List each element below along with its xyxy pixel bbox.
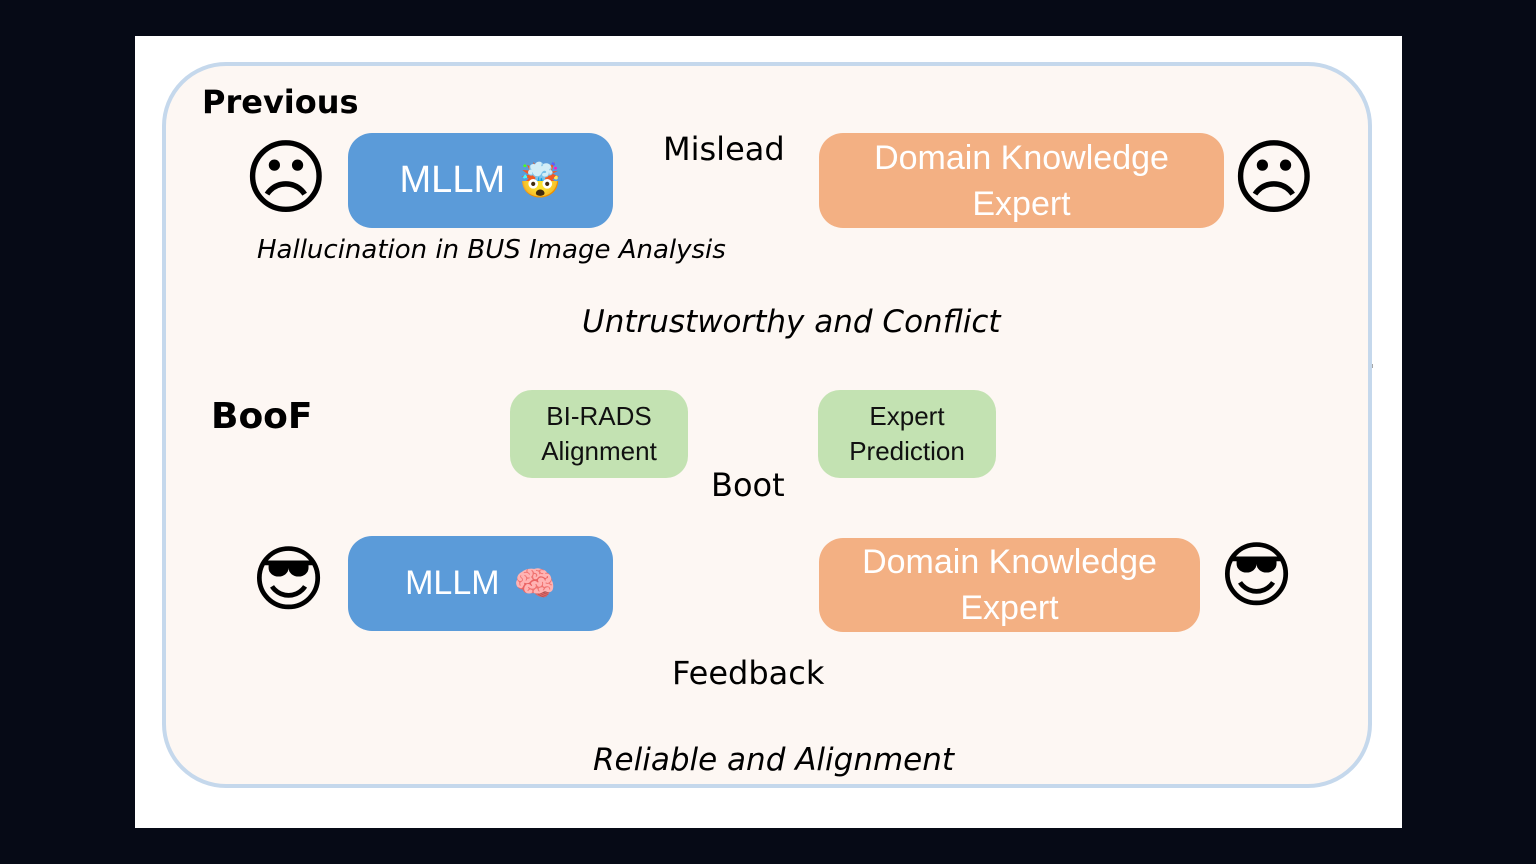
boof-section-title: BooF [211, 396, 313, 437]
feedback-label: Feedback [672, 654, 825, 692]
boot-label: Boot [711, 466, 785, 504]
sad-face-icon-right: ☹ [1231, 131, 1317, 226]
bi-rads-alignment-tag: BI-RADS Alignment [510, 390, 688, 478]
exploding-head-icon: 🤯 [519, 161, 562, 200]
boof-mllm-label: MLLM [405, 564, 500, 602]
hallucination-note: Hallucination in BUS Image Analysis [257, 235, 726, 265]
slide: Previous ☹ MLLM 🤯 Mislead Domain Knowled… [135, 36, 1402, 828]
previous-mllm-label: MLLM [399, 159, 506, 201]
expert-prediction-tag: Expert Prediction [818, 390, 996, 478]
cool-face-icon-right: 😎 [1219, 533, 1295, 617]
mislead-label: Mislead [663, 130, 785, 168]
cool-face-icon-left: 😎 [251, 537, 327, 621]
sad-face-icon-left: ☹ [243, 131, 329, 226]
boof-expert-box: Domain Knowledge Expert [819, 538, 1200, 632]
previous-footer: Untrustworthy and Conflict [582, 304, 1001, 340]
previous-section-title: Previous [202, 83, 359, 121]
previous-mllm-box: MLLM 🤯 [348, 133, 613, 228]
boof-mllm-box: MLLM 🧠 [348, 536, 613, 631]
boof-footer: Reliable and Alignment [593, 742, 955, 778]
previous-expert-box: Domain Knowledge Expert [819, 133, 1224, 228]
brain-icon: 🧠 [513, 564, 556, 603]
